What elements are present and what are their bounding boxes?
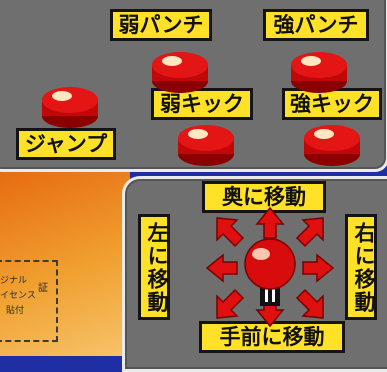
sticker-line-2: イセンス: [0, 291, 36, 301]
label-weak-punch: 弱パンチ: [110, 9, 212, 41]
sticker-line-1: ジナル: [0, 276, 28, 286]
strong-punch-button[interactable]: [289, 45, 349, 95]
label-move-front: 手前に移動: [199, 321, 345, 353]
label-strong-punch: 強パンチ: [263, 9, 369, 41]
joystick[interactable]: [205, 206, 335, 328]
red-button-icon: [42, 87, 98, 128]
weak-punch-button[interactable]: [150, 45, 210, 95]
joystick-arrows-icon: [205, 206, 335, 328]
license-sticker-area: [0, 260, 58, 342]
red-button-icon: [304, 125, 360, 166]
label-strong-kick: 強キック: [282, 88, 382, 120]
red-button-icon: [291, 52, 347, 93]
red-button-icon: [152, 52, 208, 93]
label-weak-kick: 弱キック: [151, 88, 253, 120]
sticker-line-3: 貼付: [6, 306, 25, 316]
label-move-left: 左に移動: [138, 214, 170, 320]
jump-button[interactable]: [40, 80, 100, 130]
label-jump: ジャンプ: [16, 128, 116, 160]
strong-kick-button[interactable]: [302, 118, 362, 168]
label-move-back: 奥に移動: [202, 181, 326, 213]
label-move-right: 右に移動: [345, 214, 377, 320]
sticker-mark: 証: [38, 283, 48, 294]
red-button-icon: [178, 125, 234, 166]
orange-background: [0, 168, 130, 356]
weak-kick-button[interactable]: [176, 118, 236, 168]
